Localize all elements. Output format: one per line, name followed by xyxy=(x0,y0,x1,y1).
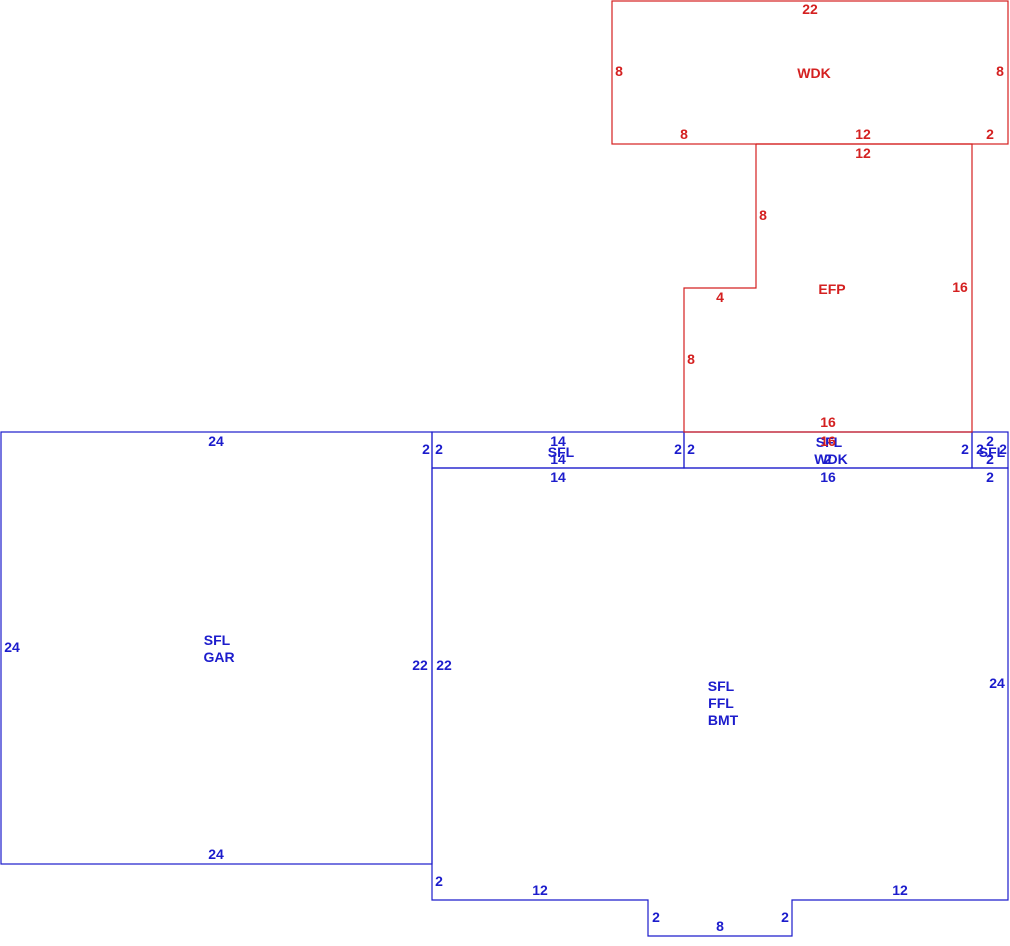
dim-wdk-bottom-left: 8 xyxy=(680,126,688,142)
dim-strip-m-right: 2 xyxy=(961,441,969,457)
dim-gar-bottom: 24 xyxy=(208,846,224,862)
dim-strip-l-mid: 14 xyxy=(550,451,566,467)
dim-efp-top: 12 xyxy=(855,145,871,161)
dim-strip-r-mid: 2 xyxy=(986,451,994,467)
dim-main-bottom-left-side: 2 xyxy=(435,873,443,889)
strip-mid-label-line1: SFL xyxy=(816,434,843,450)
main-label-line2: FFL xyxy=(708,695,734,711)
dim-main-right: 24 xyxy=(989,675,1005,691)
wdk-upper-label: WDK xyxy=(797,65,830,81)
garage-label-line2: GAR xyxy=(203,649,234,665)
dim-strip-r-top: 2 xyxy=(986,433,994,449)
dim-strip-l-top: 14 xyxy=(550,433,566,449)
dim-strip-m-mid: 2 xyxy=(824,451,832,467)
dim-gar-top: 24 xyxy=(208,433,224,449)
dim-gar-left: 24 xyxy=(4,639,20,655)
dim-main-bottom-right: 12 xyxy=(892,882,908,898)
dim-bump-right: 2 xyxy=(781,909,789,925)
main-outline xyxy=(431,467,1009,937)
dim-efp-left-upper: 8 xyxy=(759,207,767,223)
dim-efp-left-lower: 8 xyxy=(687,351,695,367)
dim-strip-m-left: 2 xyxy=(687,441,695,457)
dim-strip-r-left: 2 xyxy=(976,441,984,457)
main-label-line3: BMT xyxy=(708,712,739,728)
dim-gar-right: 22 xyxy=(412,657,428,673)
garage-outline xyxy=(0,431,433,865)
efp-outline xyxy=(683,143,973,433)
dim-efp-bottom: 16 xyxy=(820,414,836,430)
main-label-line1: SFL xyxy=(708,678,735,694)
dim-wdk-top: 22 xyxy=(802,1,818,17)
dim-efp-right: 16 xyxy=(952,279,968,295)
dim-wdk-left: 8 xyxy=(615,63,623,79)
strip-right-outline xyxy=(971,431,1009,469)
dim-bump-bottom: 8 xyxy=(716,918,724,934)
dim-strip-l-right: 2 xyxy=(674,441,682,457)
dim-wdk-right: 8 xyxy=(996,63,1004,79)
garage-label-line1: SFL xyxy=(204,632,231,648)
strip-right-label: SFL xyxy=(979,444,1006,460)
dim-strip-r-right: 2 xyxy=(999,441,1007,457)
dim-strip-r-bottom: 2 xyxy=(986,469,994,485)
strip-left-label: SFL xyxy=(548,444,575,460)
dim-strip-l-left: 2 xyxy=(435,441,443,457)
dim-main-bottom-left: 12 xyxy=(532,882,548,898)
dim-wdk-bottom-right: 2 xyxy=(986,126,994,142)
dim-efp-step: 4 xyxy=(716,289,724,305)
dim-gar-top-right: 2 xyxy=(422,441,430,457)
dim-main-left: 22 xyxy=(436,657,452,673)
dim-strip-m-top: 16 xyxy=(820,433,836,449)
dim-wdk-bottom-mid: 12 xyxy=(855,126,871,142)
efp-label: EFP xyxy=(818,281,845,297)
dim-strip-l-bottom: 14 xyxy=(550,469,566,485)
dim-bump-left: 2 xyxy=(652,909,660,925)
strip-mid-label-line2: WDK xyxy=(814,451,847,467)
dim-strip-m-bottom: 16 xyxy=(820,469,836,485)
